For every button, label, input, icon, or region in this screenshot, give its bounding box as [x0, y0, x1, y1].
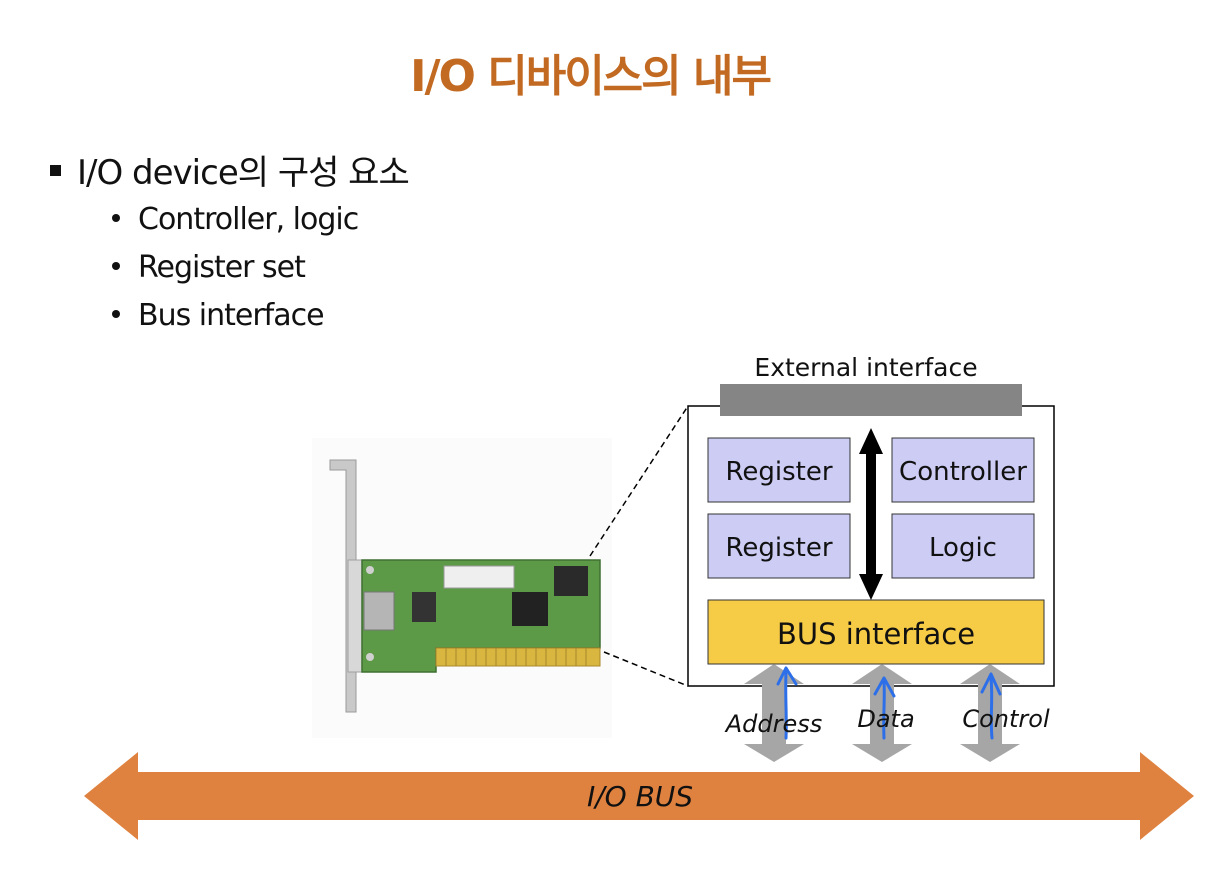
- zoom-line-bottom: [603, 651, 689, 687]
- controller-label: Controller: [899, 457, 1027, 487]
- register-box-1: [707, 437, 851, 503]
- external-interface-bar: [720, 384, 1022, 416]
- pen-annotation-arrows: [776, 666, 1002, 740]
- address-connector-arrow: [744, 664, 804, 762]
- sub-bullet-list: Controller, logic Register set Bus inter…: [112, 200, 359, 344]
- bus-interface-label: BUS interface: [777, 617, 975, 651]
- controller-box: [891, 437, 1035, 503]
- io-bus-label: I/O BUS: [587, 780, 693, 813]
- main-bullet: I/O device의 구성 요소: [50, 145, 410, 194]
- external-interface-label: External interface: [754, 353, 977, 382]
- logic-box: [891, 513, 1035, 579]
- pen-arrow-icon: [989, 676, 994, 740]
- io-bus-arrow: [84, 752, 1194, 840]
- pen-arrow-icon: [784, 670, 788, 740]
- sub-bullet-item: Controller, logic: [112, 200, 359, 248]
- pen-arrowhead-icon: [980, 672, 1002, 696]
- data-label: Data: [857, 705, 914, 733]
- pen-arrowhead-icon: [873, 676, 896, 698]
- register-label-2: Register: [725, 533, 832, 563]
- bullet-dot-icon: [112, 261, 120, 270]
- bullet-dot-icon: [112, 309, 120, 318]
- internal-double-arrow: [859, 428, 883, 600]
- register-box-2: [707, 513, 851, 579]
- sub-bullet-item: Register set: [112, 248, 358, 296]
- sub-bullet-item: Bus interface: [112, 296, 358, 344]
- square-bullet-icon: [50, 165, 61, 176]
- address-label: Address: [724, 710, 823, 738]
- slide-title: I/O 디바이스의 내부: [410, 51, 772, 102]
- network-card-image: [312, 438, 612, 738]
- register-label-1: Register: [725, 457, 832, 487]
- logic-label: Logic: [929, 533, 997, 563]
- pen-arrow-icon: [882, 680, 886, 740]
- data-connector-arrow: [852, 664, 912, 762]
- main-bullet-text: I/O device의 구성 요소: [77, 153, 410, 193]
- pen-arrowhead-icon: [776, 666, 798, 686]
- bullet-dot-icon: [112, 213, 120, 222]
- control-label: Control: [962, 705, 1050, 733]
- bus-interface-box: [707, 599, 1045, 665]
